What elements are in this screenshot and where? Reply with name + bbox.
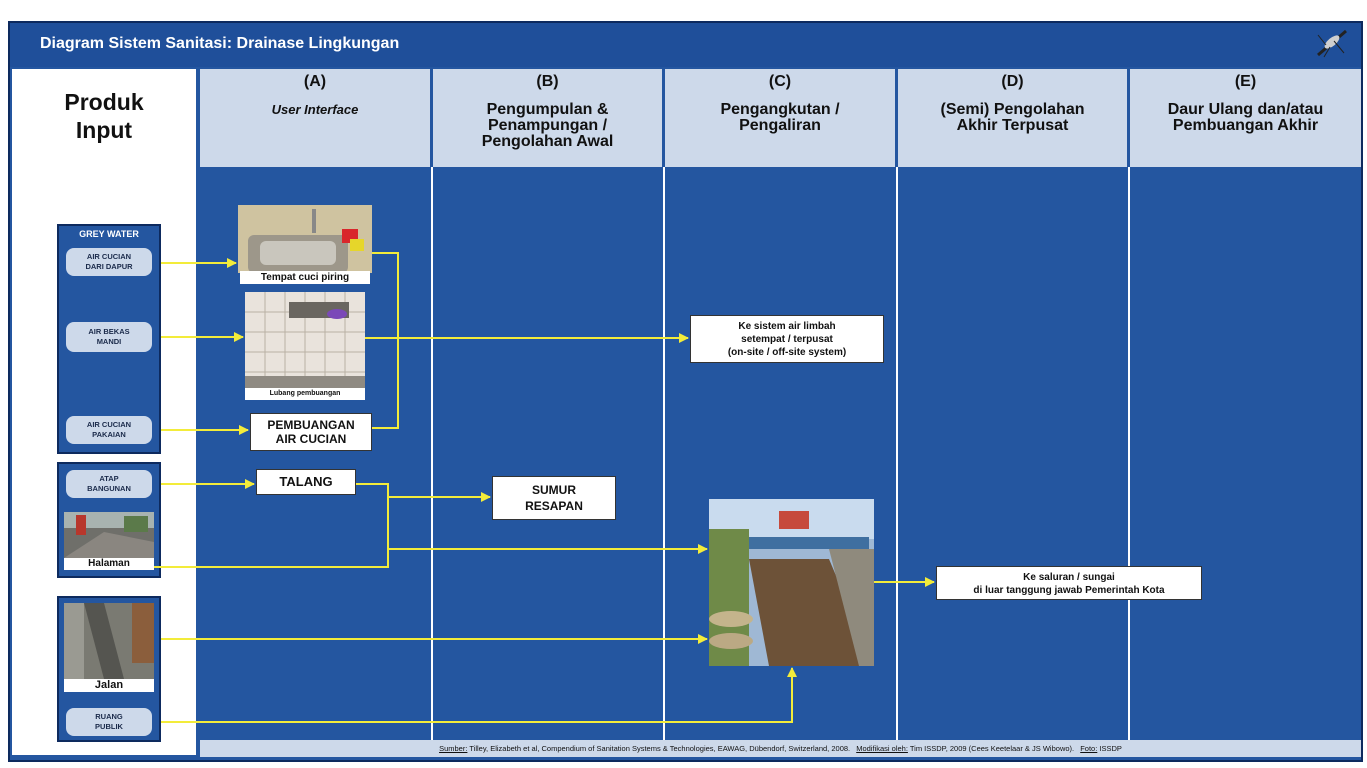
tempat-cuci-piring-label: Tempat cuci piring: [240, 271, 370, 284]
sink-photo: [238, 205, 372, 273]
column-header-e: (E) Daur Ulang dan/atau Pembuangan Akhir: [1130, 69, 1361, 167]
column-divider: [896, 167, 898, 740]
jalan-photo: [64, 603, 154, 679]
sistem-air-limbah-box: Ke sistem air limbah setempat / terpusat…: [690, 315, 884, 363]
bathroom-photo: [245, 292, 365, 388]
canal-photo: [709, 499, 874, 666]
halaman-photo: [64, 512, 154, 558]
column-header-c: (C) Pengangkutan / Pengaliran: [665, 69, 895, 167]
saluran-sungai-box: Ke saluran / sungai di luar tanggung jaw…: [936, 566, 1202, 600]
column-divider: [1128, 167, 1130, 740]
diagram-title: Diagram Sistem Sanitasi: Drainase Lingku…: [10, 23, 1361, 67]
mosquito-icon: [1317, 29, 1347, 58]
column-divider: [431, 167, 433, 740]
jalan-label: Jalan: [64, 679, 154, 692]
talang-box: TALANG: [256, 469, 356, 495]
halaman-label: Halaman: [64, 558, 154, 570]
column-divider: [663, 167, 665, 740]
source-footer: Sumber: Tilley, Elizabeth et al, Compend…: [200, 740, 1361, 757]
column-header-b: (B) Pengumpulan & Penampungan / Pengolah…: [433, 69, 662, 167]
produk-input-heading: Produk Input: [64, 89, 144, 143]
column-header-a: (A) User Interface: [200, 69, 430, 167]
pembuangan-air-cucian-box: PEMBUANGAN AIR CUCIAN: [250, 413, 372, 451]
lubang-pembuangan-label: Lubang pembuangan: [245, 388, 365, 400]
sumur-resapan-box: SUMUR RESAPAN: [492, 476, 616, 520]
column-header-d: (D) (Semi) Pengolahan Akhir Terpusat: [898, 69, 1127, 167]
